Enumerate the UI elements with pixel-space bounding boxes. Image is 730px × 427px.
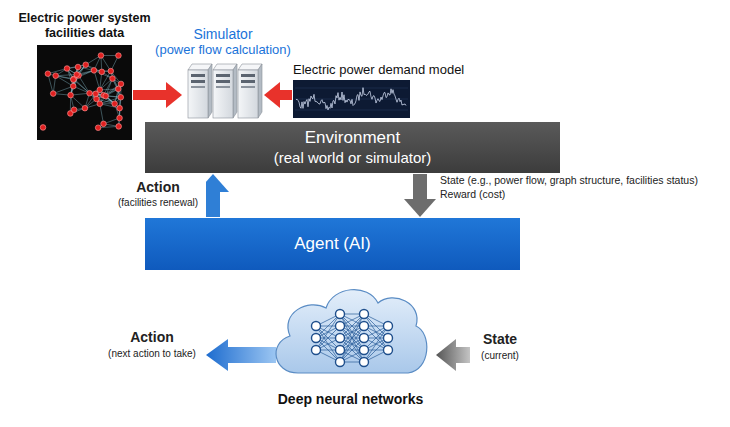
output-arrow bbox=[206, 339, 276, 371]
caption-holder: Electric power demand model bbox=[293, 62, 464, 77]
band-text: Environment bbox=[305, 128, 400, 148]
node-heading: Deep neural networks bbox=[278, 391, 424, 408]
cloud-outline bbox=[268, 278, 433, 386]
node-heading: (power flow calculation) bbox=[138, 42, 308, 58]
arrow-label: (next action to take) bbox=[104, 347, 200, 360]
arrow-label: State bbox=[474, 331, 526, 348]
caption-holder: Electric power system facilities data bbox=[10, 11, 160, 41]
demand-chart bbox=[293, 80, 410, 118]
node-heading: Electric power demand model bbox=[293, 62, 464, 77]
node-heading: Electric power system facilities data bbox=[10, 11, 160, 41]
flow-arrow bbox=[133, 90, 166, 100]
arrow-label: Action bbox=[104, 329, 200, 346]
band-text: Agent (AI) bbox=[294, 234, 371, 254]
agent-band: Agent (AI) bbox=[145, 218, 520, 270]
caption-holder: Deep neural networks bbox=[278, 391, 424, 408]
arrow-label: Action (facilities renewal) bbox=[110, 178, 206, 209]
node-heading: Simulator bbox=[138, 26, 308, 42]
input-arrow bbox=[436, 339, 470, 371]
flow-arrow bbox=[280, 90, 292, 100]
image-box: Electric power system facilities data bbox=[37, 45, 132, 140]
server-racks bbox=[188, 64, 262, 118]
environment-band: Environment(real world or simulator) bbox=[145, 122, 560, 173]
arrow-label: (current) bbox=[474, 349, 526, 362]
simulator-box: Simulator(power flow calculation) bbox=[183, 62, 263, 118]
network-cloud: Deep neural networks bbox=[268, 278, 433, 386]
caption-holder: Simulator(power flow calculation) bbox=[138, 26, 308, 58]
flow-arrow bbox=[413, 174, 427, 199]
chart-box: Electric power demand model bbox=[293, 80, 410, 118]
arrow-label: State (e.g., power flow, graph structure… bbox=[440, 174, 726, 201]
band-text: (real world or simulator) bbox=[274, 148, 432, 167]
network-image bbox=[37, 45, 132, 140]
flow-arrow bbox=[206, 192, 220, 217]
